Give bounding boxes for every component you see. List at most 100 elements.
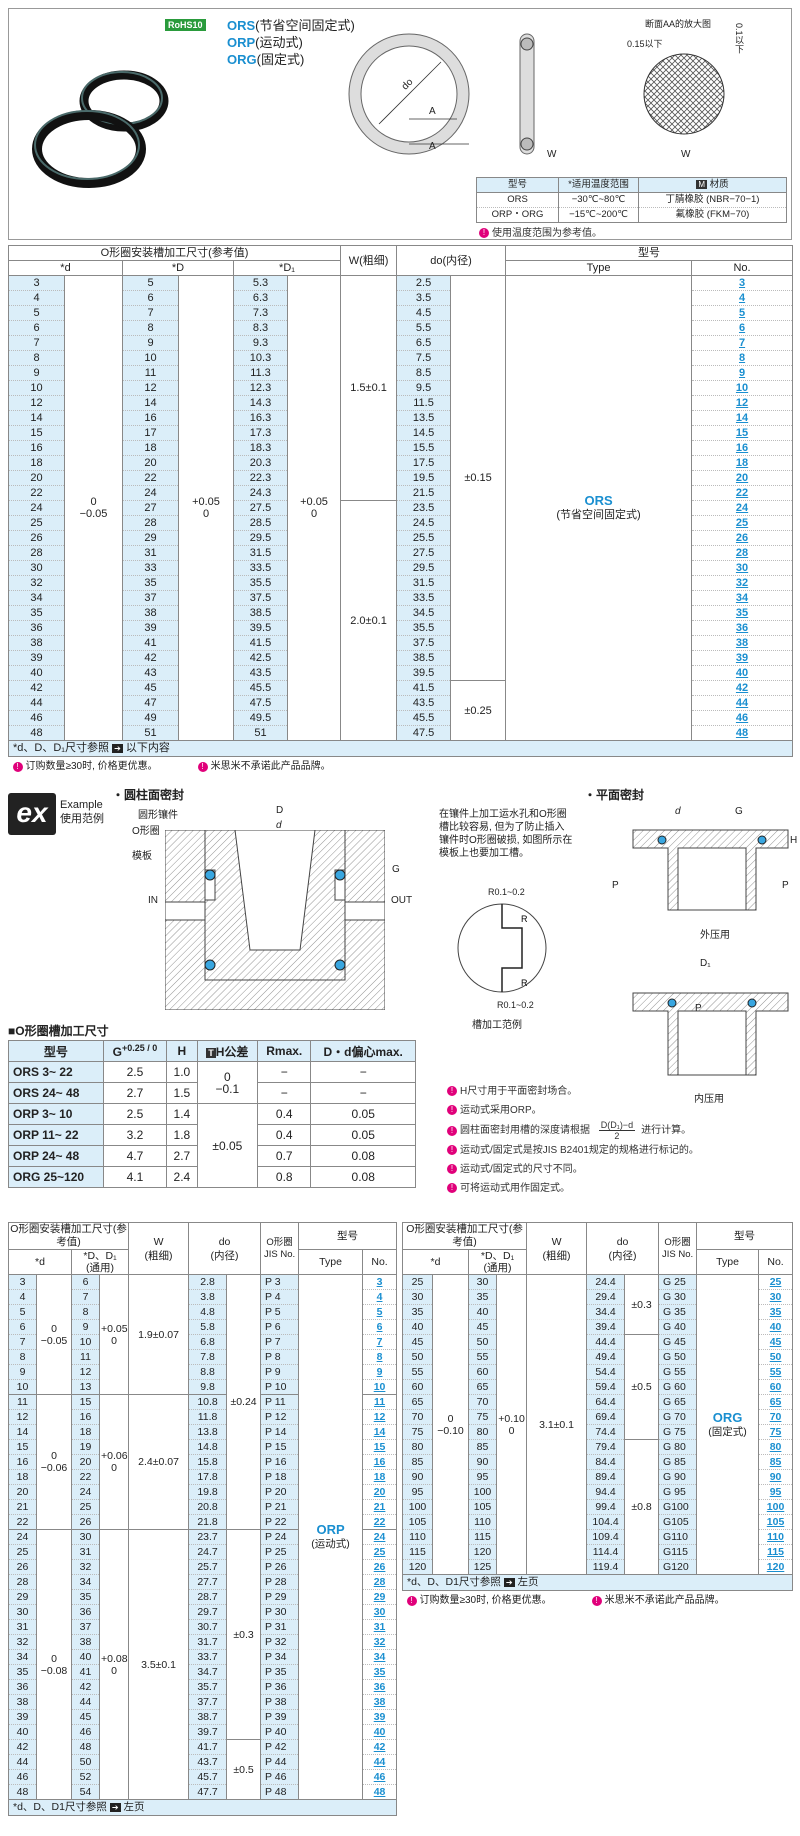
part-number-link[interactable]: 8 bbox=[362, 1349, 398, 1365]
part-number-link[interactable]: 30 bbox=[758, 1289, 794, 1305]
part-number-link[interactable]: 35 bbox=[758, 1304, 794, 1320]
part-number-link[interactable]: 10 bbox=[691, 380, 794, 396]
part-number-link[interactable]: 14 bbox=[362, 1424, 398, 1440]
part-number-link[interactable]: 6 bbox=[691, 320, 794, 336]
part-number-link[interactable]: 14 bbox=[691, 410, 794, 426]
part-number-link[interactable]: 5 bbox=[362, 1304, 398, 1320]
footer-link[interactable]: 左页 bbox=[514, 1576, 539, 1588]
part-number-link[interactable]: 12 bbox=[691, 395, 794, 411]
part-number-link[interactable]: 5 bbox=[691, 305, 794, 321]
part-number-link[interactable]: 65 bbox=[758, 1394, 794, 1410]
footer-link[interactable]: 以下内容 bbox=[122, 742, 170, 754]
part-number-link[interactable]: 16 bbox=[362, 1454, 398, 1470]
part-number-link[interactable]: 24 bbox=[691, 500, 794, 516]
part-number-link[interactable]: 34 bbox=[362, 1649, 398, 1665]
part-number-link[interactable]: 3 bbox=[362, 1274, 398, 1290]
part-number-link[interactable]: 110 bbox=[758, 1529, 794, 1545]
part-number-link[interactable]: 32 bbox=[691, 575, 794, 591]
part-number-link[interactable]: 75 bbox=[758, 1424, 794, 1440]
cell-jis: P 10 bbox=[260, 1379, 300, 1395]
part-number-link[interactable]: 39 bbox=[691, 650, 794, 666]
part-number-link[interactable]: 28 bbox=[691, 545, 794, 561]
part-number-link[interactable]: 20 bbox=[691, 470, 794, 486]
part-number-link[interactable]: 35 bbox=[362, 1664, 398, 1680]
part-number-link[interactable]: 95 bbox=[758, 1484, 794, 1500]
part-number-link[interactable]: 4 bbox=[362, 1289, 398, 1305]
part-number-link[interactable]: 10 bbox=[362, 1379, 398, 1395]
part-number-link[interactable]: 32 bbox=[362, 1634, 398, 1650]
part-number-link[interactable]: 9 bbox=[691, 365, 794, 381]
part-number-link[interactable]: 18 bbox=[362, 1469, 398, 1485]
part-number-link[interactable]: 60 bbox=[758, 1379, 794, 1395]
part-number-link[interactable]: 28 bbox=[362, 1574, 398, 1590]
part-number-link[interactable]: 7 bbox=[691, 335, 794, 351]
part-number-link[interactable]: 20 bbox=[362, 1484, 398, 1500]
part-number-link[interactable]: 29 bbox=[362, 1589, 398, 1605]
cell-do: 33.5 bbox=[396, 590, 452, 606]
part-number-link[interactable]: 70 bbox=[758, 1409, 794, 1425]
part-number-link[interactable]: 85 bbox=[758, 1454, 794, 1470]
part-number-link[interactable]: 90 bbox=[758, 1469, 794, 1485]
part-number-link[interactable]: 38 bbox=[362, 1694, 398, 1710]
part-number-link[interactable]: 40 bbox=[362, 1724, 398, 1740]
part-number-link[interactable]: 31 bbox=[362, 1619, 398, 1635]
part-number-link[interactable]: 38 bbox=[691, 635, 794, 651]
part-number-link[interactable]: 39 bbox=[362, 1709, 398, 1725]
part-number-link[interactable]: 16 bbox=[691, 440, 794, 456]
cell-jis: P 44 bbox=[260, 1754, 300, 1770]
part-number-link[interactable]: 8 bbox=[691, 350, 794, 366]
cell-d: 38 bbox=[8, 635, 65, 651]
part-number-link[interactable]: 7 bbox=[362, 1334, 398, 1350]
part-number-link[interactable]: 42 bbox=[691, 680, 794, 696]
cell-do: 17.8 bbox=[188, 1469, 228, 1485]
part-number-link[interactable]: 42 bbox=[362, 1739, 398, 1755]
part-number-link[interactable]: 40 bbox=[758, 1319, 794, 1335]
part-number-link[interactable]: 44 bbox=[691, 695, 794, 711]
part-number-link[interactable]: 25 bbox=[362, 1544, 398, 1560]
part-number-link[interactable]: 36 bbox=[691, 620, 794, 636]
part-number-link[interactable]: 30 bbox=[362, 1604, 398, 1620]
part-number-link[interactable]: 22 bbox=[691, 485, 794, 501]
part-number-link[interactable]: 11 bbox=[362, 1394, 398, 1410]
part-number-link[interactable]: 6 bbox=[362, 1319, 398, 1335]
part-number-link[interactable]: 105 bbox=[758, 1514, 794, 1530]
part-number-link[interactable]: 3 bbox=[691, 275, 794, 291]
part-number-link[interactable]: 46 bbox=[362, 1769, 398, 1785]
dim-01: 0.1以下 bbox=[734, 23, 744, 54]
footer-link[interactable]: 左页 bbox=[120, 1801, 145, 1813]
part-number-link[interactable]: 120 bbox=[758, 1559, 794, 1575]
part-number-link[interactable]: 50 bbox=[758, 1349, 794, 1365]
part-number-link[interactable]: 15 bbox=[362, 1439, 398, 1455]
part-number-link[interactable]: 22 bbox=[362, 1514, 398, 1530]
brand-note: 米思米不承诺此产品品牌。 bbox=[210, 761, 331, 773]
cell-jis: G 85 bbox=[658, 1454, 698, 1470]
part-number-link[interactable]: 55 bbox=[758, 1364, 794, 1380]
part-number-link[interactable]: 80 bbox=[758, 1439, 794, 1455]
part-number-link[interactable]: 48 bbox=[362, 1784, 398, 1800]
part-number-link[interactable]: 34 bbox=[691, 590, 794, 606]
part-number-link[interactable]: 30 bbox=[691, 560, 794, 576]
part-number-link[interactable]: 45 bbox=[758, 1334, 794, 1350]
part-number-link[interactable]: 4 bbox=[691, 290, 794, 306]
cell-d: 38 bbox=[8, 1694, 37, 1710]
part-number-link[interactable]: 21 bbox=[362, 1499, 398, 1515]
cell-w: 1.5±0.1 bbox=[340, 275, 398, 501]
part-number-link[interactable]: 25 bbox=[758, 1274, 794, 1290]
part-number-link[interactable]: 24 bbox=[362, 1529, 398, 1545]
part-number-link[interactable]: 115 bbox=[758, 1544, 794, 1560]
part-number-link[interactable]: 48 bbox=[691, 725, 794, 741]
part-number-link[interactable]: 46 bbox=[691, 710, 794, 726]
part-number-link[interactable]: 18 bbox=[691, 455, 794, 471]
part-number-link[interactable]: 9 bbox=[362, 1364, 398, 1380]
part-number-link[interactable]: 26 bbox=[691, 530, 794, 546]
part-number-link[interactable]: 25 bbox=[691, 515, 794, 531]
part-number-link[interactable]: 12 bbox=[362, 1409, 398, 1425]
part-number-link[interactable]: 100 bbox=[758, 1499, 794, 1515]
part-number-link[interactable]: 40 bbox=[691, 665, 794, 681]
part-number-link[interactable]: 26 bbox=[362, 1559, 398, 1575]
part-number-link[interactable]: 36 bbox=[362, 1679, 398, 1695]
part-number-link[interactable]: 44 bbox=[362, 1754, 398, 1770]
part-number-link[interactable]: 35 bbox=[691, 605, 794, 621]
part-number-link[interactable]: 15 bbox=[691, 425, 794, 441]
